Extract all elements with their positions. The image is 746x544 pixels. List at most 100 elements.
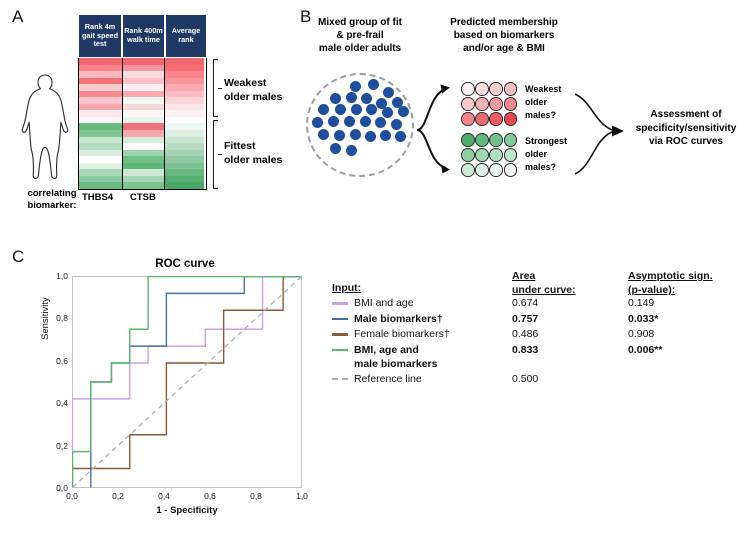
pool-dot <box>380 130 391 141</box>
pool-dot <box>330 93 341 104</box>
male-body-outline-icon <box>14 72 76 182</box>
heatmap-cell <box>123 97 164 104</box>
roc-series-line <box>90 276 302 488</box>
membership-dot <box>475 133 489 147</box>
heatmap-cell <box>165 175 204 183</box>
pool-dot <box>383 87 394 98</box>
outcome-line2: specificity/sensitivity <box>635 122 737 134</box>
sig-header-line2: (p-value): <box>628 284 676 297</box>
heatmap-cell <box>165 71 204 78</box>
membership-dot <box>475 112 489 126</box>
legend-label-line: BMI, age and <box>354 343 419 356</box>
panel-label-b: B <box>300 7 312 26</box>
auc-value: 0.757 <box>512 312 539 325</box>
membership-dot <box>489 97 503 111</box>
heatmap-cell <box>79 169 122 176</box>
heatmap-cell <box>79 130 122 137</box>
panel-b-title-right: Predicted membership based on biomarkers… <box>432 16 576 56</box>
y-tick-label: 0,2 <box>56 440 68 451</box>
legend-label-line: male biomarkers <box>354 357 438 370</box>
membership-dot <box>461 148 475 162</box>
x-tick-label: 1,0 <box>296 491 308 501</box>
caption-line-2: biomarker: <box>27 199 77 211</box>
pool-dot <box>350 81 361 92</box>
heatmap-cell <box>79 156 122 163</box>
strongest-label-line3: males? <box>525 161 557 172</box>
p-value: 0.149 <box>628 297 655 309</box>
heatmap-cell <box>79 182 122 189</box>
outcome-line3: via ROC curves <box>649 136 723 147</box>
auc-value: 0.500 <box>512 372 539 385</box>
outcome-line1: Assessment of <box>650 109 722 120</box>
y-axis-label: Sensitivity <box>40 297 51 340</box>
x-tick-label: 0,8 <box>250 491 262 501</box>
legend-row: Female biomarkers† <box>332 327 492 343</box>
pool-dot <box>376 98 387 109</box>
heatmap-cell <box>79 143 122 150</box>
membership-dot <box>503 97 518 111</box>
b-title-left-line1: Mixed group of fit <box>318 17 402 28</box>
heatmap-cell <box>79 136 122 144</box>
table-header-input: Input: <box>332 282 362 294</box>
auc-value: 0.674 <box>512 297 539 309</box>
heatmap-cell <box>79 71 122 78</box>
auc-header-line1: Area <box>512 270 536 282</box>
heatmap-cell <box>165 116 204 124</box>
heatmap-column-thbs4 <box>79 58 122 189</box>
roc-series-line <box>72 276 302 488</box>
heatmap-cell <box>79 175 122 183</box>
heatmap-cell <box>123 162 164 170</box>
b-title-right-line2: based on biomarkers <box>453 30 555 42</box>
weakest-label-line2: older <box>525 96 548 107</box>
heatmap-column-average <box>164 58 204 189</box>
legend-label: BMI and age <box>354 296 414 310</box>
heatmap-cell <box>165 143 204 150</box>
panel-label-c: C <box>12 247 25 266</box>
p-value: 0.006** <box>628 343 663 356</box>
pool-dot <box>375 117 386 128</box>
heatmap-cell <box>123 175 164 183</box>
pool-dot <box>395 131 406 142</box>
heatmap-cell <box>165 58 204 65</box>
roc-curves <box>72 276 302 488</box>
heatmap-cell <box>79 97 122 104</box>
heatmap-cell <box>165 182 204 189</box>
auc-header-line2: under curve: <box>512 284 576 297</box>
x-tick-label: 0,4 <box>158 491 170 501</box>
heatmap-cell <box>79 84 122 91</box>
weakest-label-line3: males? <box>525 109 557 120</box>
group-label-fittest-line1: Fittest <box>224 140 256 152</box>
correlating-biomarker-caption: correlating biomarker: <box>6 188 98 212</box>
legend-label: Female biomarkers† <box>354 327 450 341</box>
legend-label-line: BMI and age <box>354 297 414 309</box>
dashed-circle-boundary <box>306 73 414 177</box>
p-value: 0.908 <box>628 328 655 340</box>
predicted-weakest-dot-grid <box>461 82 521 128</box>
heatmap-cell <box>123 116 164 124</box>
heatmap-cell <box>165 110 204 117</box>
legend-color-swatch <box>332 377 348 380</box>
legend-label: Male biomarkers† <box>354 312 443 326</box>
heatmap-cell <box>79 110 122 117</box>
heatmap-cell <box>165 77 204 85</box>
membership-dot <box>461 112 475 126</box>
pool-dot <box>398 106 409 117</box>
legend-label-line: Reference line <box>354 372 422 385</box>
pool-dot <box>346 92 357 103</box>
heatmap-cell <box>123 110 164 117</box>
membership-dot <box>503 148 518 162</box>
rank-heatmap: Rank 4m gait speed test Rank 400m walk t… <box>78 14 207 190</box>
membership-dot <box>503 82 518 96</box>
membership-dot <box>489 133 503 147</box>
heatmap-cell <box>165 130 204 137</box>
membership-dot <box>489 82 503 96</box>
branching-arrows-left <box>416 84 450 174</box>
predicted-strongest-dot-grid <box>461 133 521 179</box>
caption-line-1: correlating <box>27 188 77 199</box>
heatmap-cell <box>123 64 164 72</box>
legend-label-line: Male biomarkers† <box>354 312 443 325</box>
pool-dot <box>382 107 393 118</box>
pool-dot <box>392 97 403 108</box>
